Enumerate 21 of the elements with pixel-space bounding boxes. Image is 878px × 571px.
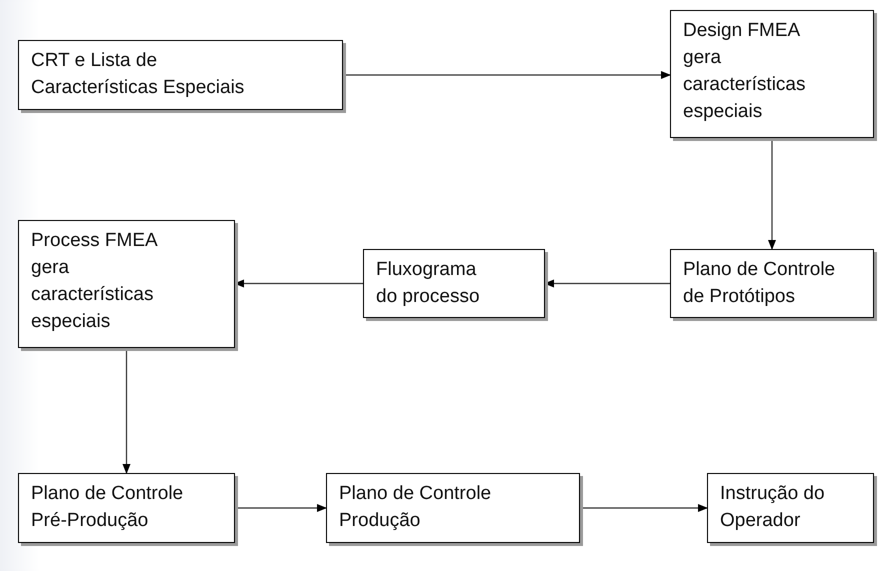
process-box [18,220,235,348]
arrow [580,504,708,512]
box-text: CRT e Lista de Características Especiais [31,49,246,100]
process-box [18,473,235,543]
arrow [343,71,671,79]
process-box [326,473,580,543]
arrow [768,138,776,250]
box-text: Plano de Controle Produção [339,482,492,533]
box-text: Process FMEA gera características especiais [31,229,158,334]
box-text: Plano de Controle de Protótipos [683,258,836,309]
process-box [670,10,874,138]
box-text: Instrução do Operador [720,482,826,533]
box-text: Plano de Controle Pré-Produção [31,482,184,533]
box-text: Fluxograma do processo [376,258,481,309]
arrow [235,504,327,512]
process-box [670,249,874,318]
arrow [122,348,130,474]
process-box [18,40,343,110]
process-box [707,473,874,543]
box-text: Design FMEA gera características especiais [683,19,806,124]
process-box [363,249,545,318]
